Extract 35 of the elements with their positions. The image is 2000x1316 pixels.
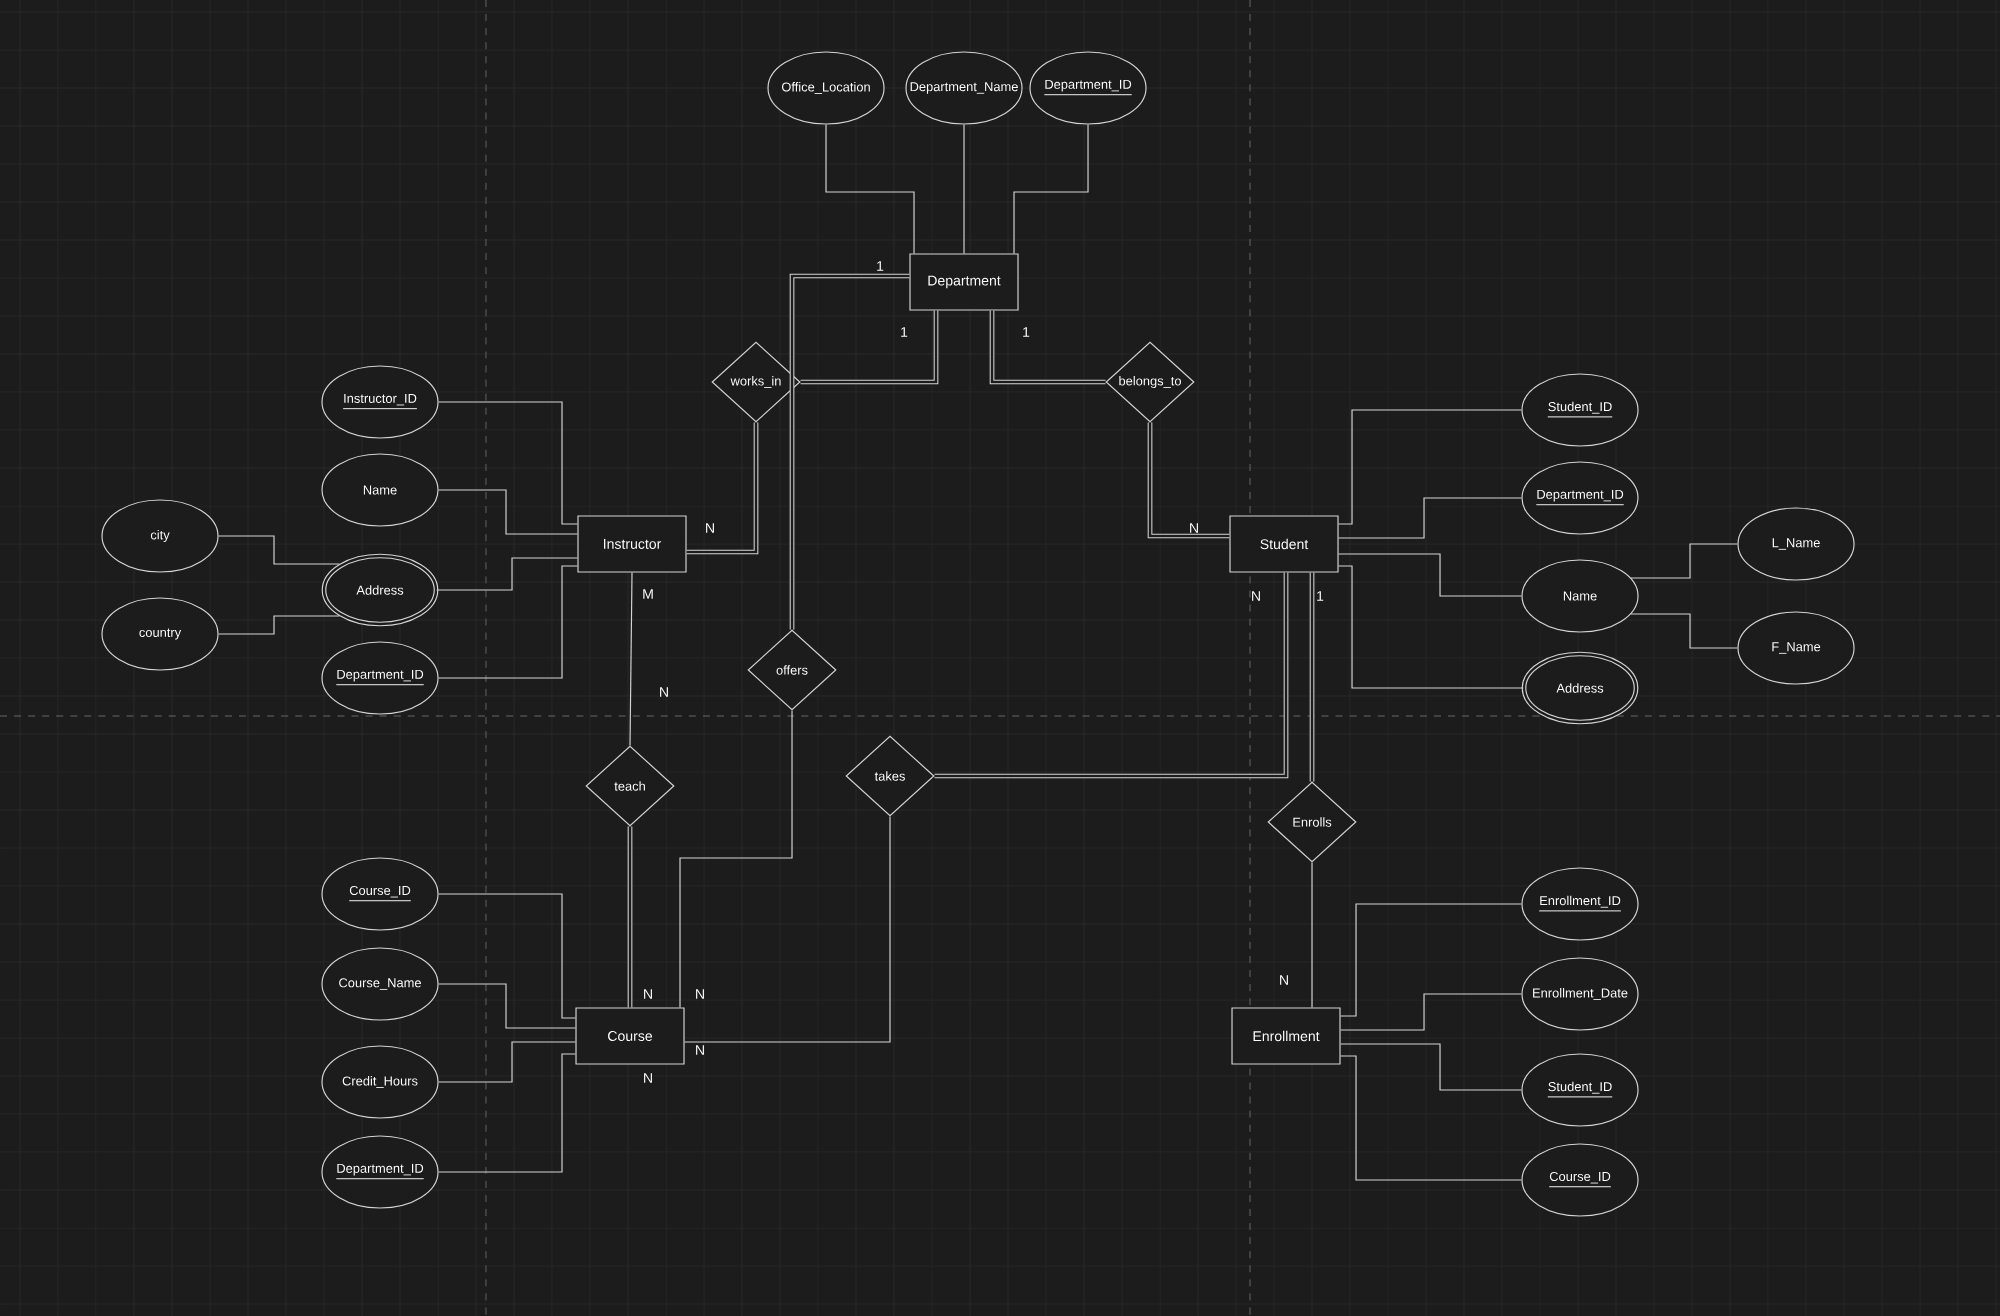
connector-line (436, 557, 578, 591)
connector-line (825, 124, 915, 254)
connector-line (218, 615, 340, 635)
connector-line (1013, 124, 1089, 254)
connector-line (438, 1041, 576, 1083)
connector-line (1338, 409, 1523, 525)
connector-line (686, 422, 759, 555)
connector-line (629, 572, 633, 746)
connector-line (1340, 1043, 1523, 1091)
connector-line (1340, 903, 1523, 1017)
connector-line (1630, 613, 1739, 649)
connector-line (438, 565, 578, 679)
connector-line (679, 710, 793, 1008)
connector-line (1340, 993, 1523, 1031)
connector-line (1340, 1055, 1523, 1181)
connector-line (438, 983, 576, 1029)
connector-line (1338, 553, 1523, 597)
connector-line (800, 310, 939, 385)
connector-line (1309, 572, 1315, 782)
connector-line (1147, 422, 1230, 539)
connector-line (438, 489, 578, 535)
connector-line (627, 826, 633, 1008)
connector-line (963, 124, 965, 254)
connector-line (1338, 565, 1524, 689)
connector-line (438, 1053, 576, 1173)
connector-line (789, 273, 910, 630)
connector-line (1311, 862, 1313, 1008)
connector-line (218, 535, 340, 565)
connector-line (1338, 497, 1523, 539)
connector-line (1630, 543, 1739, 579)
connector-line (438, 401, 578, 525)
connector-line (684, 816, 891, 1043)
connector-line (989, 310, 1106, 385)
connector-line (438, 893, 576, 1019)
connector-line (934, 572, 1289, 779)
